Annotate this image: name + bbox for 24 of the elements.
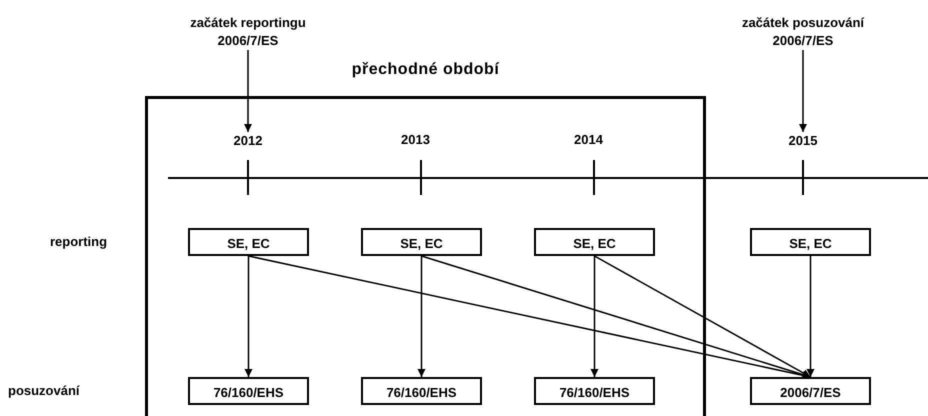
process-box: SE, EC: [534, 228, 655, 256]
process-box: SE, EC: [750, 228, 871, 256]
year-label: 2014: [574, 132, 603, 147]
text-label: 2012: [218, 132, 278, 150]
process-box: 2006/7/ES: [750, 377, 871, 405]
arrow: [799, 50, 807, 132]
arrow: [590, 256, 598, 377]
text-label: 2015: [773, 132, 833, 150]
process-box: 76/160/EHS: [188, 377, 309, 405]
year-label: 2013: [401, 132, 430, 147]
period-heading: přechodné období: [350, 61, 500, 79]
arrow: [244, 50, 252, 132]
row-label: reporting: [50, 234, 108, 249]
row-label: posuzování: [8, 383, 80, 398]
text-label: začátek posuzování 2006/7/ES: [728, 14, 878, 50]
arrow: [806, 256, 814, 377]
text-label: začátek reportingu 2006/7/ES: [168, 14, 328, 50]
arrow: [244, 256, 252, 377]
process-box: SE, EC: [188, 228, 309, 256]
arrow: [418, 256, 426, 377]
arrow: [594, 255, 811, 378]
process-box: 76/160/EHS: [361, 377, 482, 405]
process-box: 76/160/EHS: [534, 377, 655, 405]
process-box: SE, EC: [361, 228, 482, 256]
